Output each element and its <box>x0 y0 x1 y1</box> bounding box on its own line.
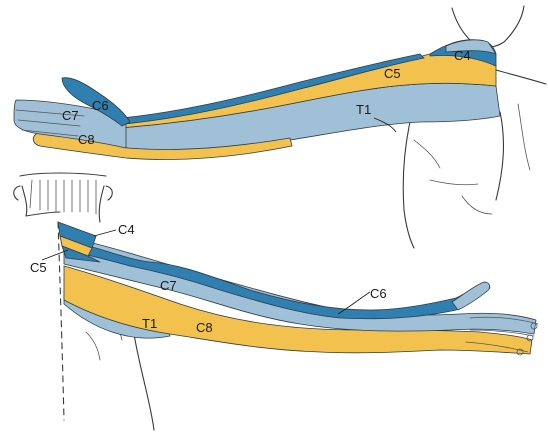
bottom-c5-label: C5 <box>30 260 47 275</box>
top-c4-label: C4 <box>454 48 471 63</box>
top-c6-label: C6 <box>92 98 109 113</box>
bottom-c8-label: C8 <box>196 320 213 335</box>
bottom-c6-label: C6 <box>370 286 387 301</box>
bottom-c4-label: C4 <box>118 222 135 237</box>
top-c8-label: C8 <box>78 132 95 147</box>
bottom-c7-label: C7 <box>160 278 177 293</box>
top-arm: C4 C5 C6 C7 C8 T1 <box>14 6 546 248</box>
bottom-arm: C4 C5 C6 C7 C8 T1 <box>14 173 538 430</box>
bottom-neck-outline <box>14 173 113 222</box>
bottom-t1-label: T1 <box>142 316 157 331</box>
top-t1-label: T1 <box>356 102 371 117</box>
bottom-thumb <box>452 282 490 310</box>
top-c7-label: C7 <box>62 108 79 123</box>
top-c5-label: C5 <box>384 66 401 81</box>
